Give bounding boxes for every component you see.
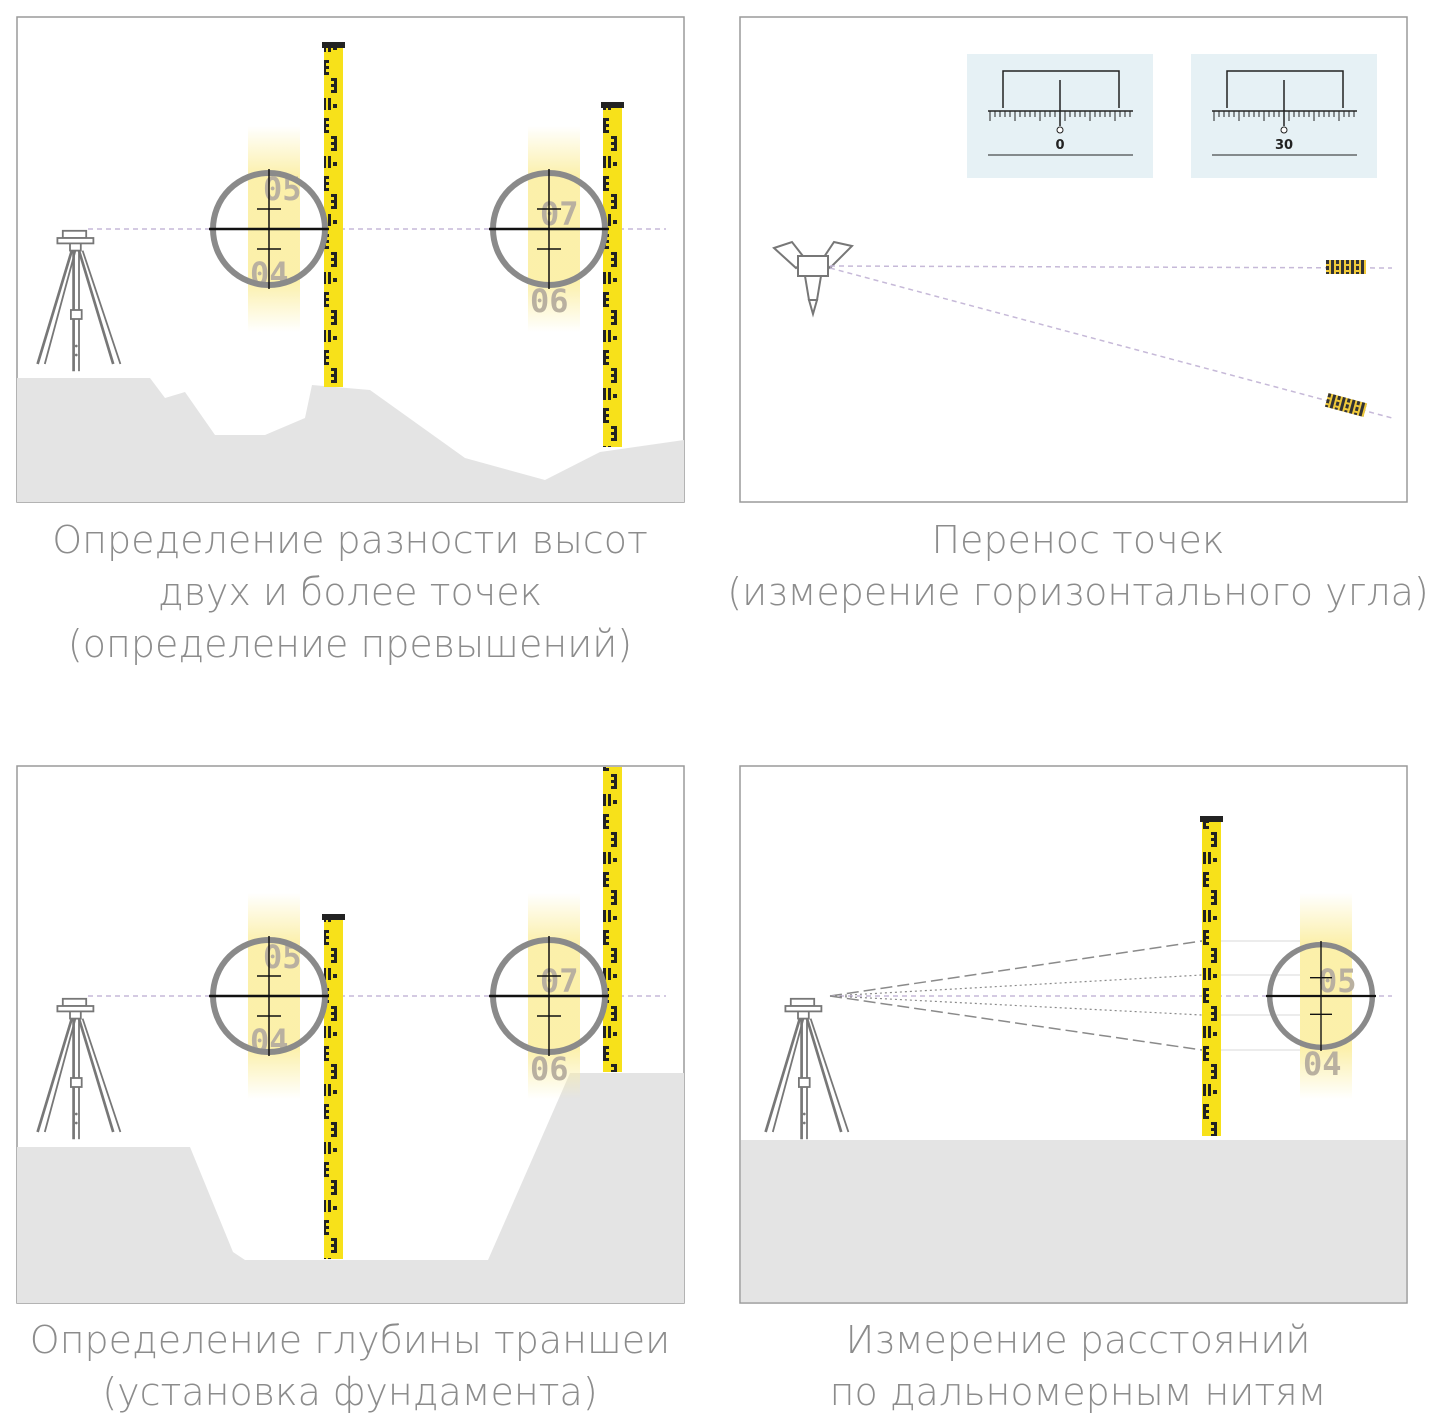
leveling-rod-icon bbox=[324, 42, 343, 387]
terrain bbox=[741, 1140, 1406, 1302]
scope-label: 07 bbox=[540, 195, 579, 233]
leveling-rod-icon bbox=[1202, 816, 1221, 1136]
panel-height-difference: 05 04 07 06 bbox=[16, 16, 685, 503]
scale-bracket bbox=[1002, 70, 1120, 108]
stadia-line-lower bbox=[829, 995, 1203, 1051]
scope-label: 04 bbox=[1303, 1045, 1342, 1083]
leveling-rod-icon bbox=[1324, 393, 1368, 417]
caption-line: (установка фундамента) bbox=[102, 1370, 598, 1414]
caption-line: двух и более точек bbox=[157, 570, 543, 614]
angle-scale-box: 30 bbox=[1191, 54, 1377, 178]
caption-line: по дальномерным нитям bbox=[829, 1370, 1327, 1414]
caption-height-difference: Определение разности высот двух и более … bbox=[0, 514, 700, 670]
rod-cap bbox=[601, 102, 624, 108]
caption-horizontal-angle: Перенос точек (измерение горизонтального… bbox=[720, 514, 1436, 618]
leveling-rod-icon bbox=[324, 914, 343, 1259]
rod-cap bbox=[1200, 816, 1223, 822]
panel-horizontal-angle: 0 30 bbox=[739, 16, 1408, 503]
caption-line: (измерение горизонтального угла) bbox=[727, 570, 1429, 614]
angle-scale-box: 0 bbox=[967, 54, 1153, 178]
theodolite-icon bbox=[772, 240, 854, 318]
caption-line: Перенос точек bbox=[931, 518, 1225, 562]
caption-line: Определение разности высот bbox=[52, 518, 648, 562]
panel-stadia-distance: 05 04 bbox=[739, 765, 1408, 1304]
scale-label: 0 bbox=[1055, 138, 1064, 153]
terrain bbox=[17, 1073, 684, 1303]
caption-line: (определение превышений) bbox=[67, 622, 633, 666]
scale-label: 30 bbox=[1275, 138, 1293, 153]
stadia-line bbox=[829, 995, 1203, 1016]
terrain bbox=[17, 378, 684, 502]
caption-line: Определение глубины траншеи bbox=[29, 1318, 671, 1362]
scope-label: 05 bbox=[1318, 962, 1357, 1000]
sight-line bbox=[829, 265, 1393, 269]
scale-bracket bbox=[1226, 70, 1344, 108]
scope-label: 07 bbox=[540, 962, 579, 1000]
caption-trench-depth: Определение глубины траншеи (установка ф… bbox=[0, 1314, 700, 1418]
scale-ticks bbox=[1213, 111, 1355, 121]
leveling-rod-icon bbox=[603, 102, 622, 447]
caption-stadia-distance: Измерение расстояний по дальномерным нит… bbox=[720, 1314, 1436, 1418]
leveling-rod-icon bbox=[603, 767, 622, 1072]
leveling-rod-icon bbox=[1326, 260, 1366, 274]
rod-cap bbox=[322, 914, 345, 920]
rod-cap bbox=[322, 42, 345, 48]
sight-line bbox=[829, 267, 1393, 419]
stadia-line bbox=[829, 974, 1203, 997]
stadia-line-upper bbox=[829, 940, 1203, 997]
scale-marker bbox=[1280, 126, 1288, 134]
scope-label: 06 bbox=[530, 1050, 569, 1088]
caption-line: Измерение расстояний bbox=[845, 1318, 1311, 1362]
panel-trench-depth: 05 04 07 06 bbox=[16, 765, 685, 1304]
scale-marker bbox=[1056, 126, 1064, 134]
